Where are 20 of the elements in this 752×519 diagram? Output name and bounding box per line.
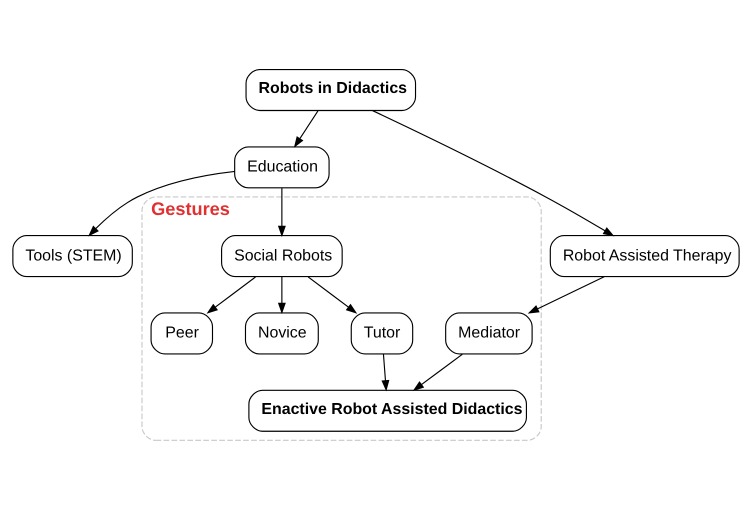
node-box: Education [234,146,330,188]
node-box: Robot Assisted Therapy [550,235,740,278]
arrow [528,276,604,314]
node-box: Enactive Robot Assisted Didactics [248,390,527,432]
arrow [381,354,390,392]
node-box: Mediator [445,312,533,354]
arrow [308,276,358,314]
node-box: Novice [244,312,319,354]
arrow [294,110,318,148]
node-box: Tools (STEM) [12,235,133,278]
arrow [372,110,614,236]
arrow [412,354,463,392]
node-box: Peer [150,312,214,354]
arrow [278,188,286,238]
node-box: Social Robots [221,235,343,278]
node-box: Tutor [350,312,414,354]
arrow [206,276,256,314]
arrow [88,170,235,236]
arrow [278,276,286,314]
node-box: Robots in Didactics [245,68,416,112]
